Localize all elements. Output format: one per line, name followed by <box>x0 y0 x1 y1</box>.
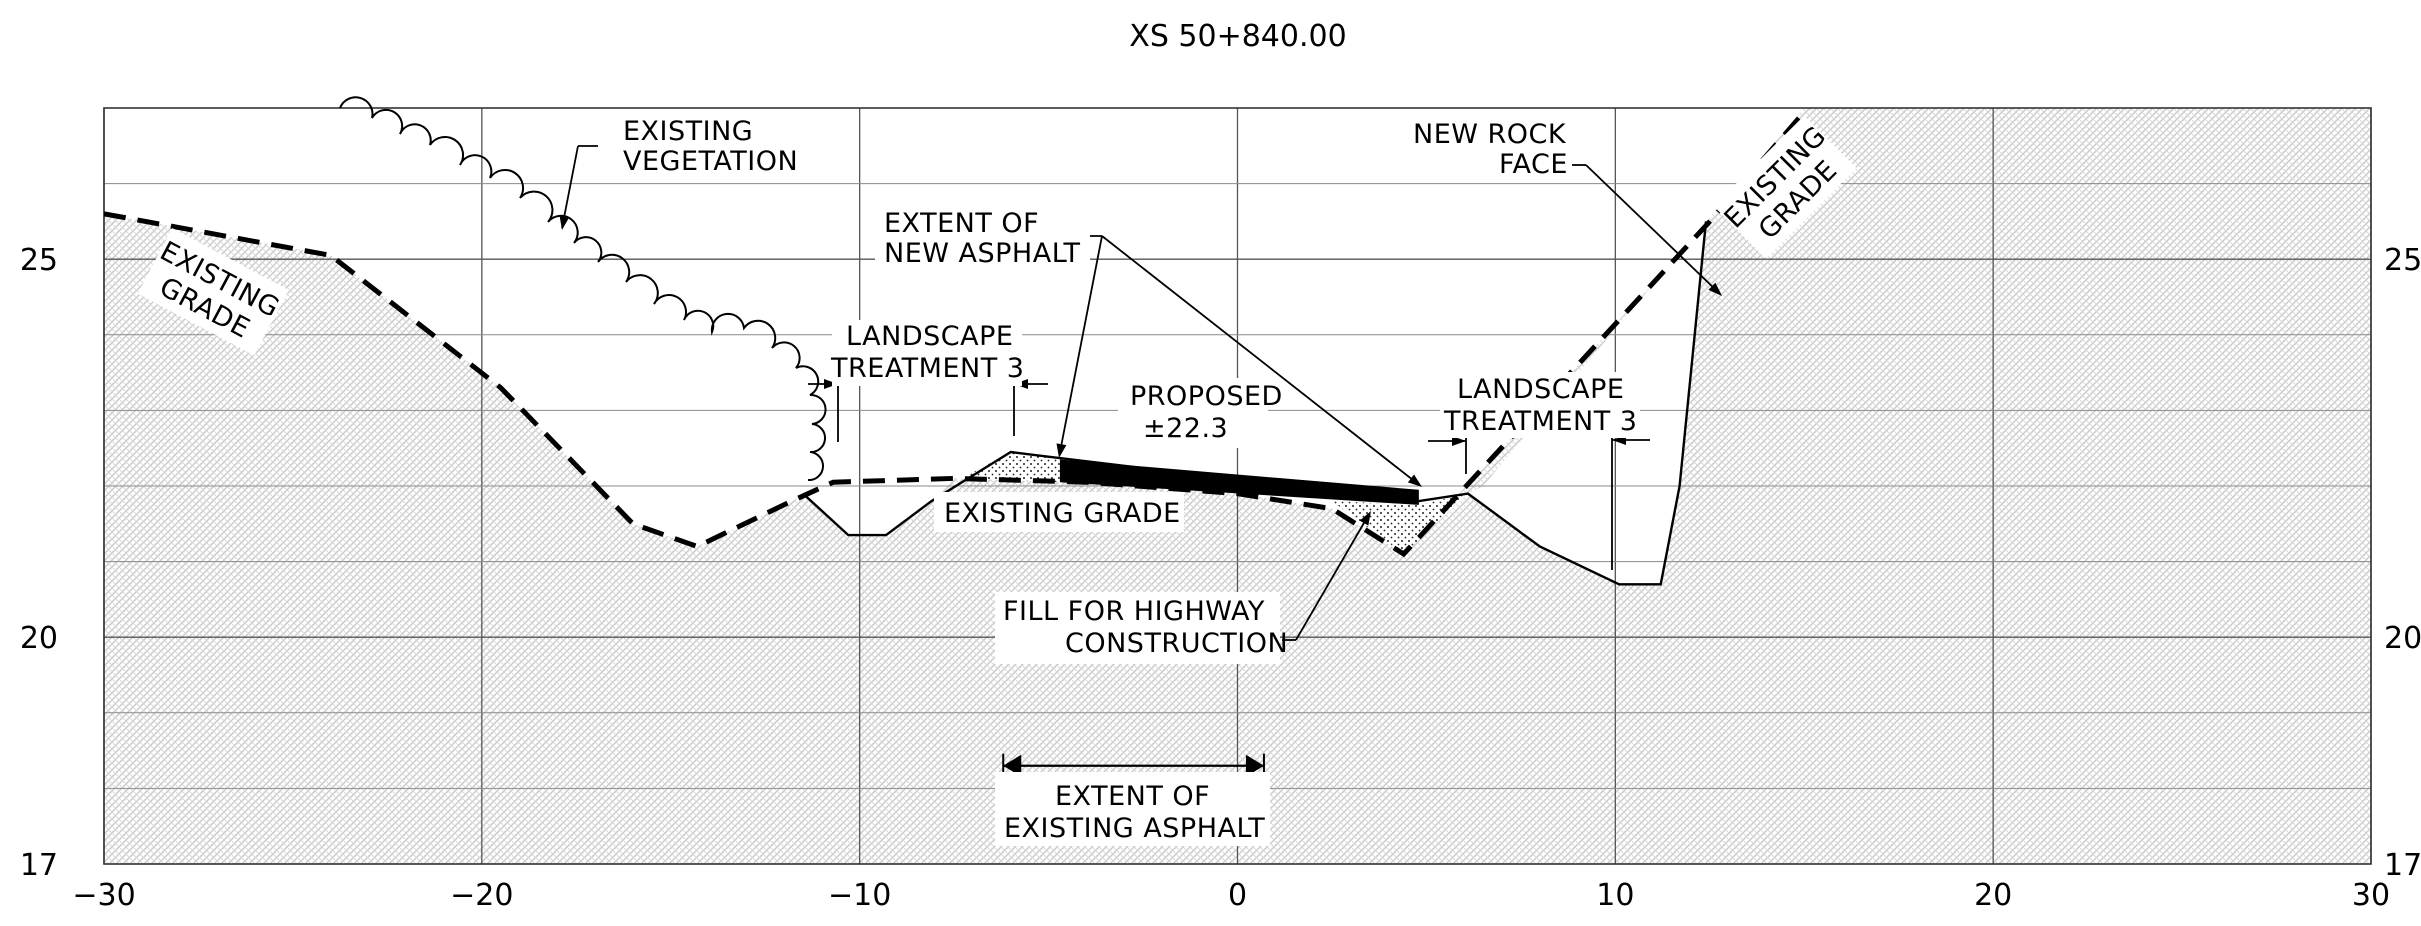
x-tick-label: 20 <box>1974 878 2012 913</box>
label-fill-line2: CONSTRUCTION <box>1065 628 1288 659</box>
label-landscape-left-line2: TREATMENT 3 <box>830 353 1025 384</box>
label-fill-line1: FILL FOR HIGHWAY <box>1003 596 1265 627</box>
y-tick-label-right: 25 <box>2384 243 2421 278</box>
leader-lines <box>559 145 1722 778</box>
label-landscape-right-line1: LANDSCAPE <box>1457 374 1624 405</box>
y-tick-label-right: 20 <box>2384 621 2421 656</box>
x-tick-label: −10 <box>828 878 891 913</box>
label-new-rock-face-line1: NEW ROCK <box>1413 119 1567 150</box>
label-proposed-line2: ±22.3 <box>1143 413 1228 444</box>
existing-asphalt-arrow-right <box>1245 754 1264 777</box>
label-existing-vegetation-line1: EXISTING <box>623 116 753 147</box>
x-tick-label: −30 <box>72 878 135 913</box>
label-landscape-left-line1: LANDSCAPE <box>846 321 1013 352</box>
vegetation-outline <box>339 96 827 482</box>
asphalt-leader-arrow-a <box>1056 443 1067 458</box>
proposed-grade-line <box>802 221 1708 586</box>
rock-leader-b <box>1585 164 1719 293</box>
left-ditch-cut <box>803 478 955 536</box>
fill-area <box>961 452 1468 554</box>
section-title: XS 50+840.00 <box>1129 19 1346 54</box>
y-tick-label-left: 20 <box>20 621 58 656</box>
x-tick-label: 0 <box>1228 878 1247 913</box>
veg-leader-arrow <box>559 215 570 230</box>
y-tick-label-right: 17 <box>2384 848 2421 883</box>
fill-left <box>961 452 1060 483</box>
existing-asphalt-arrow-left <box>1003 754 1022 777</box>
landscape-left-arrow-a <box>824 379 838 389</box>
veg-leader-b <box>561 145 579 229</box>
vegetation-cloud <box>339 96 827 482</box>
label-extent-new-asphalt-line1: EXTENT OF <box>884 208 1039 239</box>
asphalt-leader-c <box>1101 235 1419 485</box>
label-backgrounds <box>612 113 1640 846</box>
label-proposed-line1: PROPOSED <box>1130 381 1283 412</box>
label-existing-grade-mid: EXISTING GRADE <box>944 498 1181 529</box>
x-tick-label: 30 <box>2352 878 2390 913</box>
y-tick-label-left: 25 <box>20 243 58 278</box>
existing-grade-line <box>104 110 1807 558</box>
label-extent-existing-asphalt-line2: EXISTING ASPHALT <box>1004 813 1265 844</box>
y-tick-label-left: 17 <box>20 848 58 883</box>
x-tick-label: 10 <box>1596 878 1634 913</box>
new-asphalt-layer <box>1059 459 1419 505</box>
fill-leader-b <box>1295 515 1369 641</box>
rock-leader-arrow <box>1708 282 1722 296</box>
label-extent-existing-asphalt-line1: EXTENT OF <box>1055 781 1210 812</box>
plot-frame <box>103 107 2372 865</box>
fill-leader-arrow <box>1359 511 1371 526</box>
fill-right <box>1332 493 1468 554</box>
landscape-right-arrow-a <box>1452 436 1466 446</box>
label-landscape-right-line2: TREATMENT 3 <box>1443 406 1638 437</box>
asphalt-leader-b <box>1059 235 1103 453</box>
profile-lines <box>104 110 1807 586</box>
x-tick-label: −20 <box>450 878 513 913</box>
label-new-rock-face-line2: FACE <box>1499 149 1568 180</box>
label-existing-vegetation-line2: VEGETATION <box>623 146 798 177</box>
asphalt-leader-arrow-b <box>1407 474 1422 487</box>
label-extent-new-asphalt-line2: NEW ASPHALT <box>884 238 1081 269</box>
